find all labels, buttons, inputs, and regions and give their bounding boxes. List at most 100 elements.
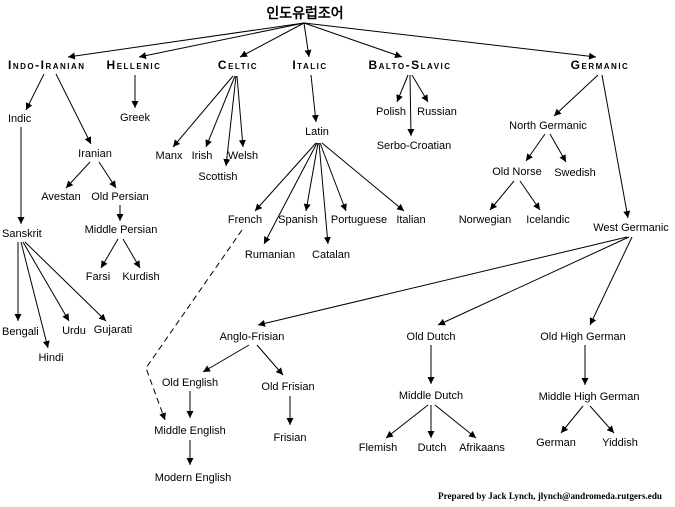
node-gujarati: Gujarati [94, 324, 133, 336]
dashed-arrow-french-to-middle-english [145, 229, 243, 421]
arrow-sanskrit-to-gujarati [24, 241, 107, 322]
arrow-balto-slavic-to-russian [411, 74, 429, 103]
node-french: French [228, 214, 262, 226]
node-portuguese: Portuguese [331, 214, 387, 226]
family-balto-slavic: Balto-Slavic [368, 58, 451, 72]
node-dutch: Dutch [418, 442, 447, 454]
node-russian: Russian [417, 106, 457, 118]
node-greek: Greek [120, 112, 150, 124]
arrow-latin-to-catalan [318, 142, 331, 245]
node-icelandic: Icelandic [526, 214, 570, 226]
node-polish: Polish [376, 106, 406, 118]
node-manx: Manx [156, 150, 183, 162]
node-farsi: Farsi [86, 271, 110, 283]
node-rumanian: Rumanian [245, 249, 295, 261]
arrow-north-germanic-to-swedish [549, 133, 567, 163]
node-old-norse: Old Norse [492, 166, 542, 178]
arrow-iranian-to-avestan [65, 161, 91, 189]
arrow-latin-to-rumanian [263, 142, 318, 245]
node-bengali: Bengali [2, 326, 39, 338]
arrow-sanskrit-to-urdu [22, 241, 70, 322]
arrow-middle-high-german-to-german [560, 405, 584, 434]
arrow-old-norse-to-norwegian [489, 180, 515, 211]
arrow-middle-persian-to-farsi [100, 238, 119, 269]
node-latin: Latin [305, 126, 329, 138]
node-urdu: Urdu [62, 325, 86, 337]
arrow-anglo-frisian-to-old-english [202, 344, 250, 373]
arrow-latin-to-portuguese [319, 142, 347, 212]
node-welsh: Welsh [228, 150, 258, 162]
node-iranian: Iranian [78, 148, 112, 160]
arrow-italic-to-latin [310, 74, 319, 123]
arrow-celtic-to-manx [172, 75, 234, 148]
arrow-indo-iranian-to-indic [25, 73, 45, 111]
node-serbo-croatian: Serbo-Croatian [377, 140, 452, 152]
arrow-middle-persian-to-kurdish [122, 238, 141, 269]
node-afrikaans: Afrikaans [459, 442, 505, 454]
node-hindi: Hindi [38, 352, 63, 364]
node-kurdish: Kurdish [122, 271, 159, 283]
node-middle-persian: Middle Persian [85, 224, 158, 236]
node-norwegian: Norwegian [459, 214, 512, 226]
node-old-persian: Old Persian [91, 191, 148, 203]
node-avestan: Avestan [41, 191, 81, 203]
node-sanskrit: Sanskrit [2, 228, 42, 240]
arrow-germanic-to-north-germanic [553, 74, 599, 117]
family-celtic: Celtic [218, 58, 258, 72]
node-irish: Irish [192, 150, 213, 162]
node-frisian: Frisian [273, 432, 306, 444]
node-yiddish: Yiddish [602, 437, 638, 449]
arrow-celtic-to-irish [205, 75, 236, 148]
node-swedish: Swedish [554, 167, 596, 179]
node-indic: Indic [8, 113, 32, 125]
arrow-middle-dutch-to-afrikaans [434, 404, 477, 439]
arrow-latin-to-french [254, 142, 317, 212]
arrow-celtic-to-welsh [236, 75, 246, 148]
node-middle-dutch: Middle Dutch [399, 390, 463, 402]
node-middle-english: Middle English [154, 425, 226, 437]
node-north-germanic: North Germanic [509, 120, 587, 132]
node-catalan: Catalan [312, 249, 350, 261]
node-italian: Italian [396, 214, 425, 226]
root-title: 인도유럽조어 [266, 5, 343, 22]
arrow-root-to-italic [303, 22, 312, 58]
labels: 인도유럽조어 Indo-Iranian Hellenic Celtic Ital… [2, 5, 669, 501]
arrow-germanic-to-west-germanic [601, 74, 631, 219]
node-old-frisian: Old Frisian [261, 381, 314, 393]
family-germanic: Germanic [571, 58, 630, 72]
arrow-middle-dutch-to-flemish [385, 404, 429, 439]
arrow-latin-to-spanish [303, 142, 319, 212]
arrow-anglo-frisian-to-old-frisian [256, 344, 284, 376]
arrow-celtic-to-scottish [223, 75, 237, 167]
arrow-balto-slavic-to-serbo-croatian [407, 74, 415, 137]
arrow-west-germanic-to-anglo-frisian [257, 236, 628, 327]
arrow-root-to-balto-slavic [303, 22, 403, 59]
credit-text: Prepared by Jack Lynch, jlynch@andromeda… [438, 491, 662, 501]
arrow-balto-slavic-to-polish [396, 74, 409, 103]
arrow-old-norse-to-icelandic [519, 180, 541, 211]
arrow-latin-to-italian [321, 142, 405, 212]
node-old-dutch: Old Dutch [407, 331, 456, 343]
family-hellenic: Hellenic [107, 58, 162, 72]
node-german: German [536, 437, 576, 449]
arrow-indo-iranian-to-iranian [55, 73, 92, 145]
arrow-sanskrit-to-hindi [20, 241, 50, 349]
node-modern-english: Modern English [155, 472, 231, 484]
arrow-middle-high-german-to-yiddish [589, 405, 615, 434]
node-flemish: Flemish [359, 442, 398, 454]
family-indo-iranian: Indo-Iranian [8, 58, 86, 72]
arrow-root-to-germanic [303, 22, 597, 60]
node-anglo-frisian: Anglo-Frisian [220, 331, 285, 343]
edges [14, 22, 633, 465]
arrow-north-germanic-to-old-norse [525, 133, 546, 162]
node-old-english: Old English [162, 377, 218, 389]
node-scottish: Scottish [198, 171, 237, 183]
arrow-west-germanic-to-old-dutch [437, 236, 630, 326]
node-west-germanic: West Germanic [593, 222, 669, 234]
arrow-root-to-indo-iranian [67, 22, 305, 60]
node-middle-high-german: Middle High German [539, 391, 640, 403]
node-spanish: Spanish [278, 214, 318, 226]
family-italic: Italic [292, 58, 327, 72]
arrow-root-to-celtic [239, 22, 305, 58]
